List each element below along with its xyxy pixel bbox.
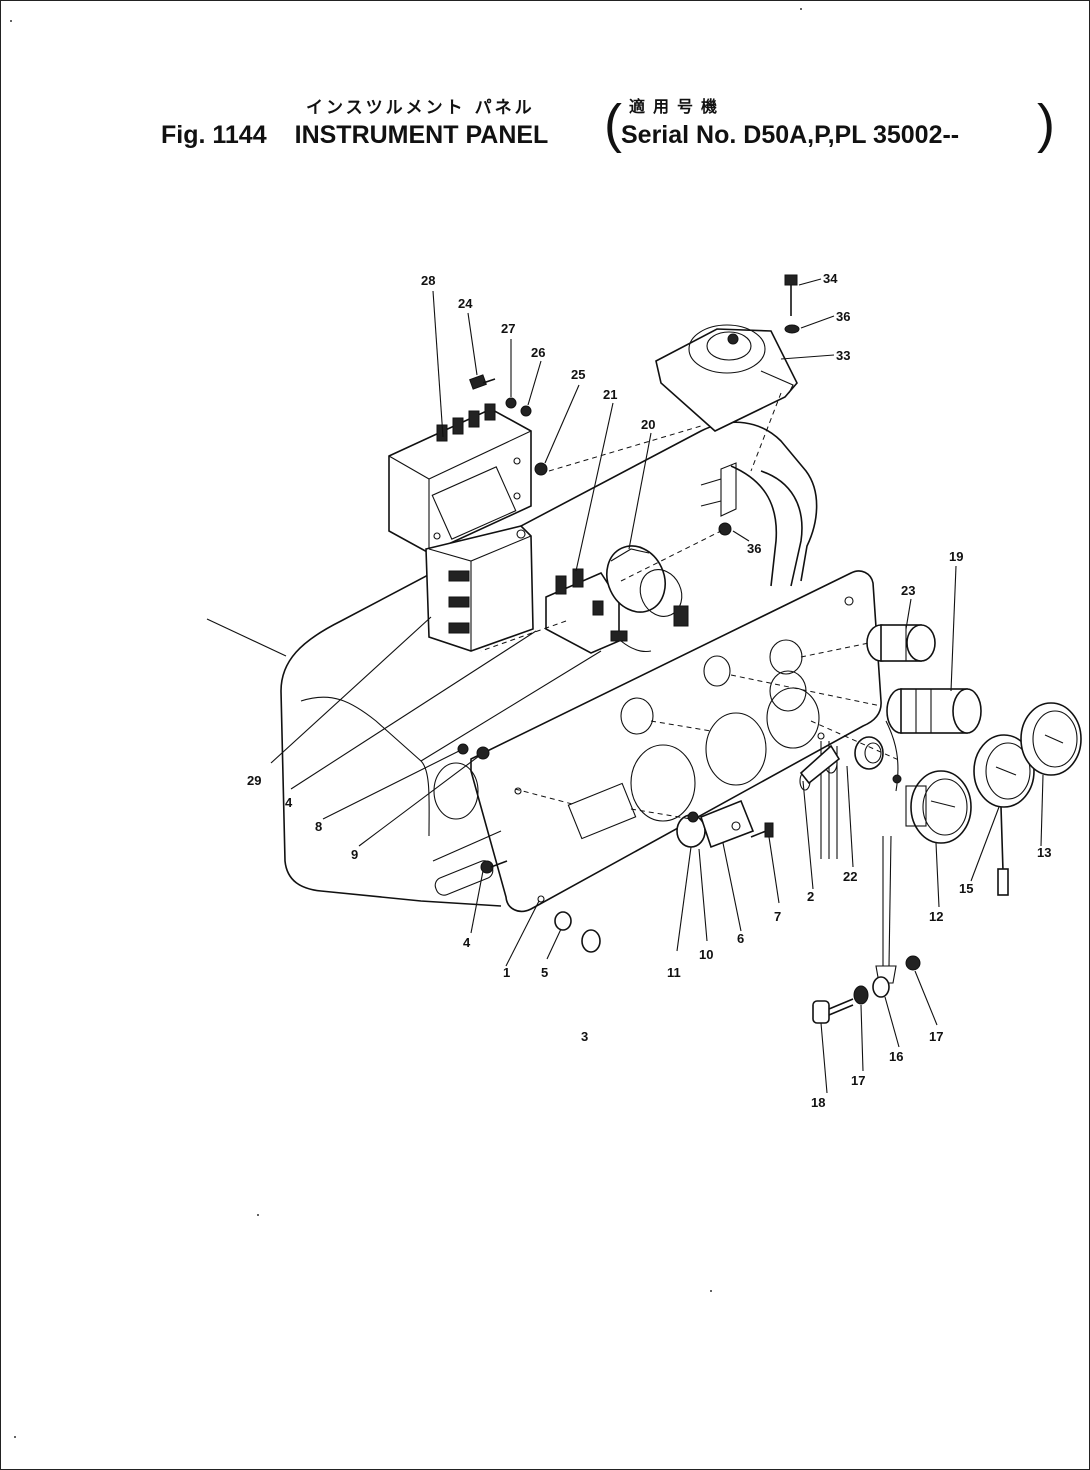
knob-cap: [581, 929, 601, 953]
relay-box-28: [388, 403, 532, 554]
callout-20: 20: [641, 417, 655, 432]
gauge-12: [905, 770, 972, 844]
assembly-lines: [480, 392, 902, 820]
nut-25: [534, 462, 548, 476]
callout-2: 2: [807, 889, 814, 904]
nut-36: [718, 522, 732, 536]
figure-number: Fig. 1144: [161, 121, 267, 149]
serial-number: Serial No. D50A,P,PL 35002--: [621, 121, 960, 149]
washer-27: [505, 397, 517, 409]
callout-27: 27: [501, 321, 515, 336]
relay-box-29: [425, 525, 534, 652]
callout-28: 28: [421, 273, 435, 288]
callout-17-right: 17: [929, 1029, 943, 1044]
front-face-plate: [433, 570, 882, 913]
callout-33: 33: [836, 348, 850, 363]
title-japanese: インスツルメント パネル: [306, 98, 535, 118]
gauge-13: [1020, 702, 1082, 776]
bracket: [700, 462, 737, 517]
pilot-lamp-23: [866, 624, 936, 662]
callout-4-upper: 4: [285, 795, 293, 810]
nut-26: [520, 405, 532, 417]
figure-name: INSTRUMENT PANEL: [294, 121, 549, 149]
bolt-8: [457, 743, 469, 755]
callout-3: 3: [581, 1029, 588, 1044]
lamp-19: [886, 688, 982, 734]
serial-japanese: 適用号機: [629, 97, 726, 116]
callout-19: 19: [949, 549, 963, 564]
callout-26: 26: [531, 345, 545, 360]
callout-12: 12: [929, 909, 943, 924]
callout-34: 34: [823, 271, 838, 286]
figure-title: Fig. 1144 INSTRUMENT PANEL: [161, 121, 548, 150]
ignition-switch-20: [606, 545, 689, 627]
washer-9: [476, 746, 490, 760]
callout-labels: 28 24 27 26 25 21 20 34 36 33 36 19 23 2…: [247, 271, 1051, 1110]
callout-13: 13: [1037, 845, 1051, 860]
horn-33: [655, 324, 798, 432]
callout-18: 18: [811, 1095, 825, 1110]
callout-17-left: 17: [851, 1073, 865, 1088]
gauge-15: [973, 734, 1035, 896]
callout-15: 15: [959, 881, 973, 896]
callout-5: 5: [541, 965, 548, 980]
callout-24: 24: [458, 296, 473, 311]
callout-16: 16: [889, 1049, 903, 1064]
callout-23: 23: [901, 583, 915, 598]
light-switch-11: [676, 799, 755, 849]
bolt-24: [469, 374, 496, 390]
bolt-34: [784, 274, 798, 316]
callout-25: 25: [571, 367, 585, 382]
callout-22: 22: [843, 869, 857, 884]
open-bracket: (: [604, 94, 622, 154]
switch-21: [545, 568, 652, 654]
knob-5: [554, 911, 572, 931]
leader-lines: [206, 278, 1044, 1094]
cable-2: [799, 741, 841, 859]
callout-6: 6: [737, 931, 744, 946]
callout-10: 10: [699, 947, 713, 962]
scan-specks: [10, 8, 802, 1438]
callout-11: 11: [667, 965, 681, 980]
callout-8: 8: [315, 819, 322, 834]
callout-21: 21: [603, 387, 617, 402]
callout-7: 7: [774, 909, 781, 924]
callout-36-mid: 36: [747, 541, 761, 556]
bracket-16: [872, 976, 890, 998]
bolt-18: [812, 998, 854, 1024]
callout-36-top: 36: [836, 309, 850, 324]
screw-7: [750, 822, 774, 838]
callout-9: 9: [351, 847, 358, 862]
panel-housing: [280, 421, 818, 907]
washer-36: [784, 324, 800, 334]
callout-1: 1: [503, 965, 510, 980]
connector-22: [854, 736, 884, 770]
callout-29: 29: [247, 773, 261, 788]
bolt-4: [480, 860, 508, 874]
nut-17: [905, 955, 921, 971]
washer-17a: [853, 985, 869, 1005]
callout-4-lower: 4: [463, 935, 471, 950]
close-bracket: ): [1037, 94, 1055, 154]
